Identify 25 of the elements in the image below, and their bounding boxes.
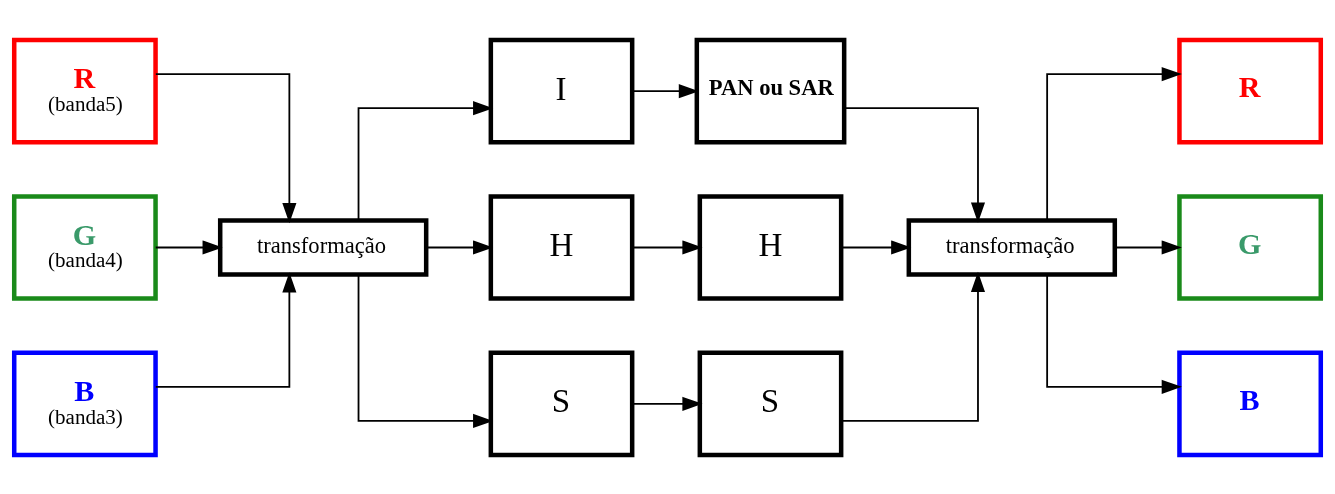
node-box: transformação (906, 217, 1118, 277)
node-box: transformação (217, 217, 429, 277)
arrow (840, 271, 986, 422)
node-box: R (1177, 37, 1324, 144)
node-box: H (488, 193, 635, 301)
arrow (154, 271, 297, 388)
arrow (1114, 239, 1182, 255)
arrow (843, 106, 986, 223)
node-box: G (1177, 193, 1324, 301)
arrow (1046, 273, 1182, 394)
arrow (840, 239, 912, 255)
node-box: R (banda5) (11, 37, 158, 144)
arrow (631, 396, 703, 411)
node-box: S (697, 350, 844, 457)
node-box: B (banda3) (11, 350, 158, 457)
arrow (154, 239, 223, 255)
arrow (154, 72, 297, 223)
node-box: H (697, 193, 844, 301)
arrow (631, 239, 703, 255)
arrow (1046, 66, 1182, 221)
node-box: B (1177, 350, 1324, 457)
node-box: S (488, 350, 635, 457)
node-box: G (banda4) (11, 193, 158, 301)
node-box: I (488, 37, 635, 144)
node-box: PAN ou SAR (694, 37, 847, 144)
